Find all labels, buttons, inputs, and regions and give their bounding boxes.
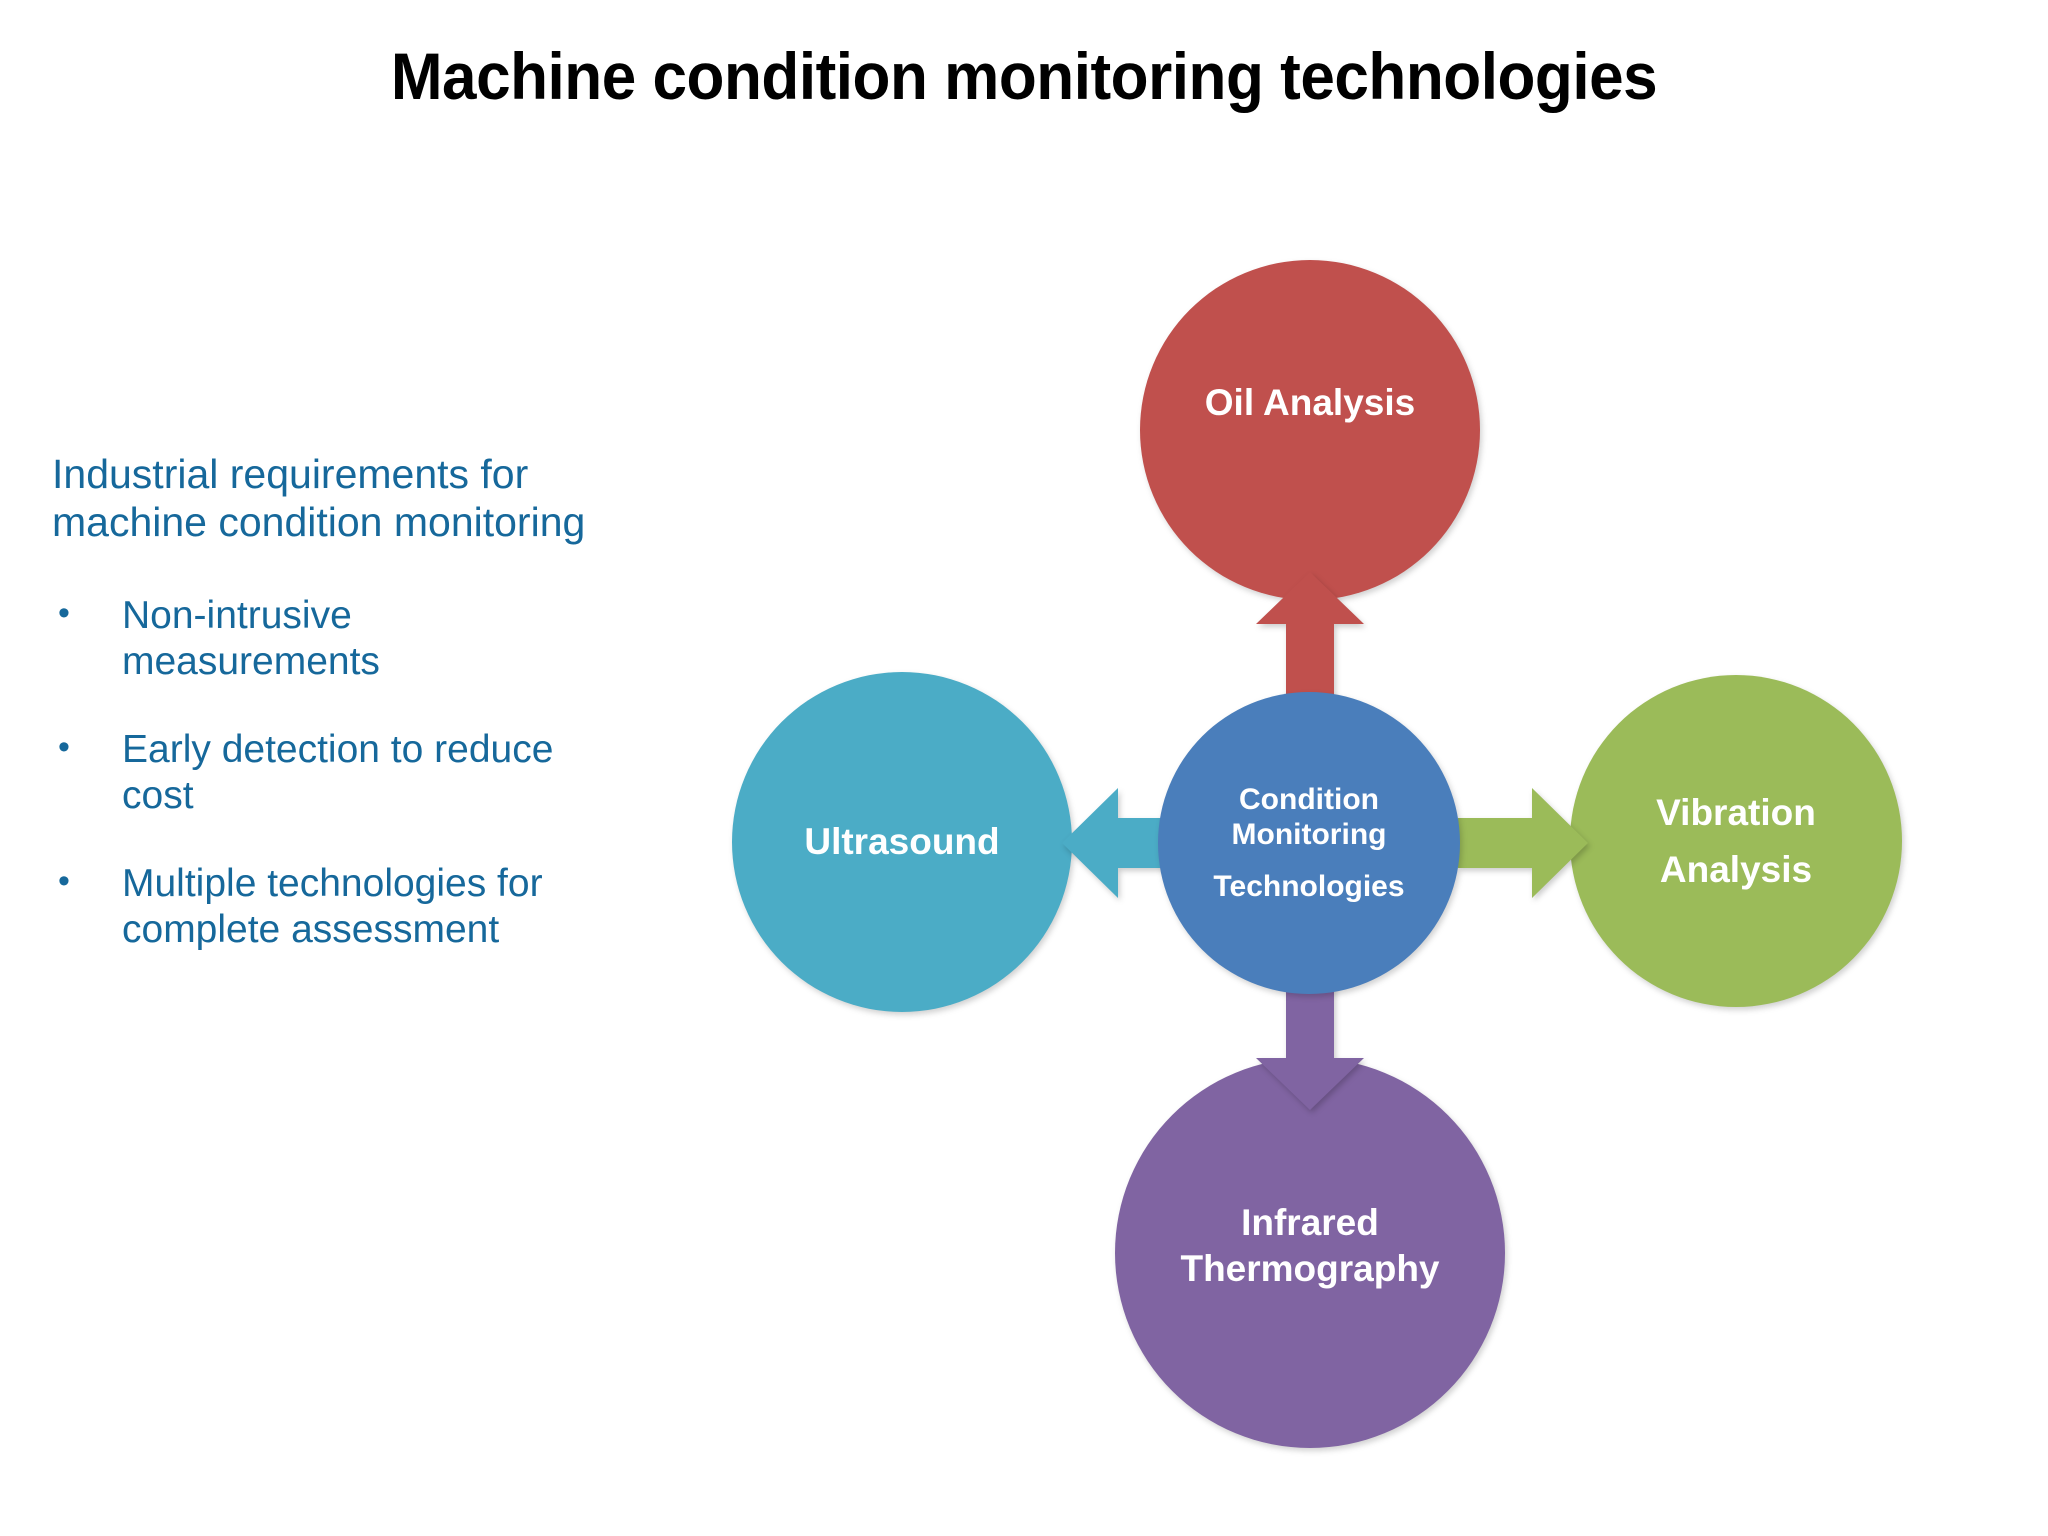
page-title: Machine condition monitoring technologie… bbox=[390, 39, 1658, 113]
bullet-2-line-1: Early detection to reduce bbox=[122, 727, 554, 771]
node-oil-analysis[interactable]: Oil Analysis bbox=[1140, 260, 1480, 600]
bullet-text: Multiple technologies for complete asses… bbox=[122, 861, 672, 953]
arrow-up-icon bbox=[1256, 572, 1364, 702]
node-center-line-1: Condition bbox=[1239, 782, 1379, 816]
bullet-3-line-1: Multiple technologies for bbox=[122, 861, 543, 905]
node-center-line-3: Technologies bbox=[1213, 869, 1405, 903]
condition-monitoring-diagram: Oil Analysis Ultrasound Vibration Analys… bbox=[690, 220, 1990, 1490]
bullet-dot-icon: • bbox=[58, 861, 70, 900]
bullet-1-line-1: Non-intrusive bbox=[122, 593, 352, 637]
bullet-text: Early detection to reduce cost bbox=[122, 727, 672, 819]
node-vibration-line-1: Vibration bbox=[1656, 791, 1816, 833]
bullet-2-line-2: cost bbox=[122, 773, 194, 817]
bullet-dot-icon: • bbox=[58, 727, 70, 766]
node-vibration-analysis-label: Vibration Analysis bbox=[1570, 784, 1902, 899]
node-center-line-2: Monitoring bbox=[1231, 818, 1387, 852]
node-vibration-analysis[interactable]: Vibration Analysis bbox=[1570, 675, 1902, 1007]
node-infrared-line-1: Infrared bbox=[1241, 1202, 1379, 1243]
bullet-dot-icon: • bbox=[58, 593, 70, 632]
bullet-text: Non-intrusive measurements bbox=[122, 593, 672, 685]
node-oil-analysis-label: Oil Analysis bbox=[1204, 382, 1416, 423]
node-ultrasound[interactable]: Ultrasound bbox=[732, 672, 1072, 1012]
list-item: • Multiple technologies for complete ass… bbox=[52, 861, 672, 953]
node-vibration-line-2: Analysis bbox=[1659, 849, 1813, 890]
list-item: • Early detection to reduce cost bbox=[52, 727, 672, 819]
left-text-panel: Industrial requirements for machine cond… bbox=[52, 450, 672, 995]
node-infrared-line-2: Thermography bbox=[1180, 1248, 1440, 1290]
node-ultrasound-label: Ultrasound bbox=[804, 821, 1000, 862]
intro-line-2: machine condition monitoring bbox=[52, 499, 586, 546]
node-infrared-thermography[interactable]: Infrared Thermography bbox=[1115, 1058, 1505, 1448]
node-infrared-thermography-label: Infrared Thermography bbox=[1115, 1200, 1505, 1293]
arrow-right-icon bbox=[1458, 788, 1588, 898]
arrow-left-icon bbox=[1062, 788, 1194, 898]
node-condition-monitoring-technologies[interactable]: Condition Monitoring Technologies bbox=[1158, 692, 1460, 994]
bullet-3-line-2: complete assessment bbox=[122, 907, 500, 951]
intro-paragraph: Industrial requirements for machine cond… bbox=[52, 450, 672, 547]
arrow-down-icon bbox=[1256, 982, 1364, 1110]
intro-line-1: Industrial requirements for bbox=[52, 451, 529, 497]
bullet-1-line-2: measurements bbox=[122, 639, 380, 683]
list-item: • Non-intrusive measurements bbox=[52, 593, 672, 685]
